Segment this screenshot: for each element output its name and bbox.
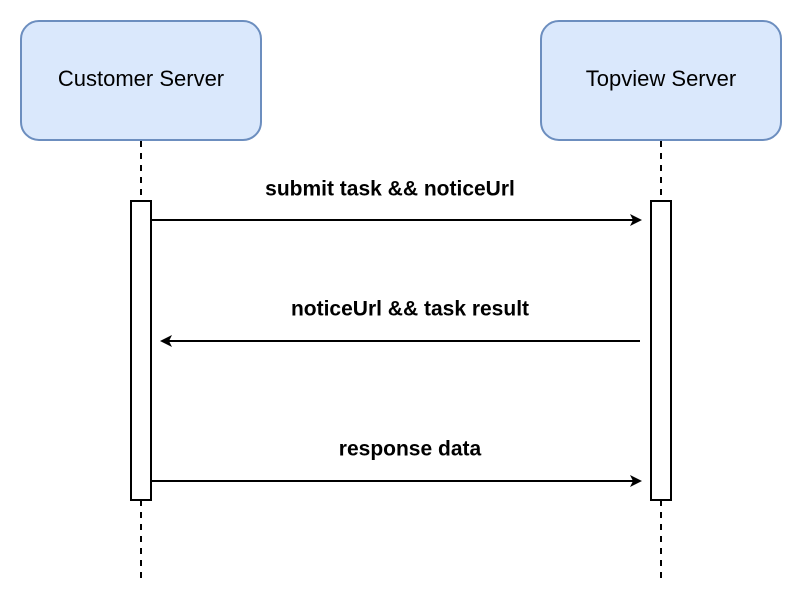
customer-server-label: Customer Server: [58, 66, 224, 91]
topview-server-participant: [540, 20, 782, 141]
message-2-label: noticeUrl && task result: [291, 298, 529, 321]
message-1-label: submit task && noticeUrl: [265, 178, 515, 201]
topview-activation-bar: [650, 200, 672, 501]
message-3-label: response data: [339, 438, 482, 461]
topview-server-label: Topview Server: [586, 66, 736, 91]
customer-activation-bar: [130, 200, 152, 501]
customer-server-participant: [20, 20, 262, 141]
